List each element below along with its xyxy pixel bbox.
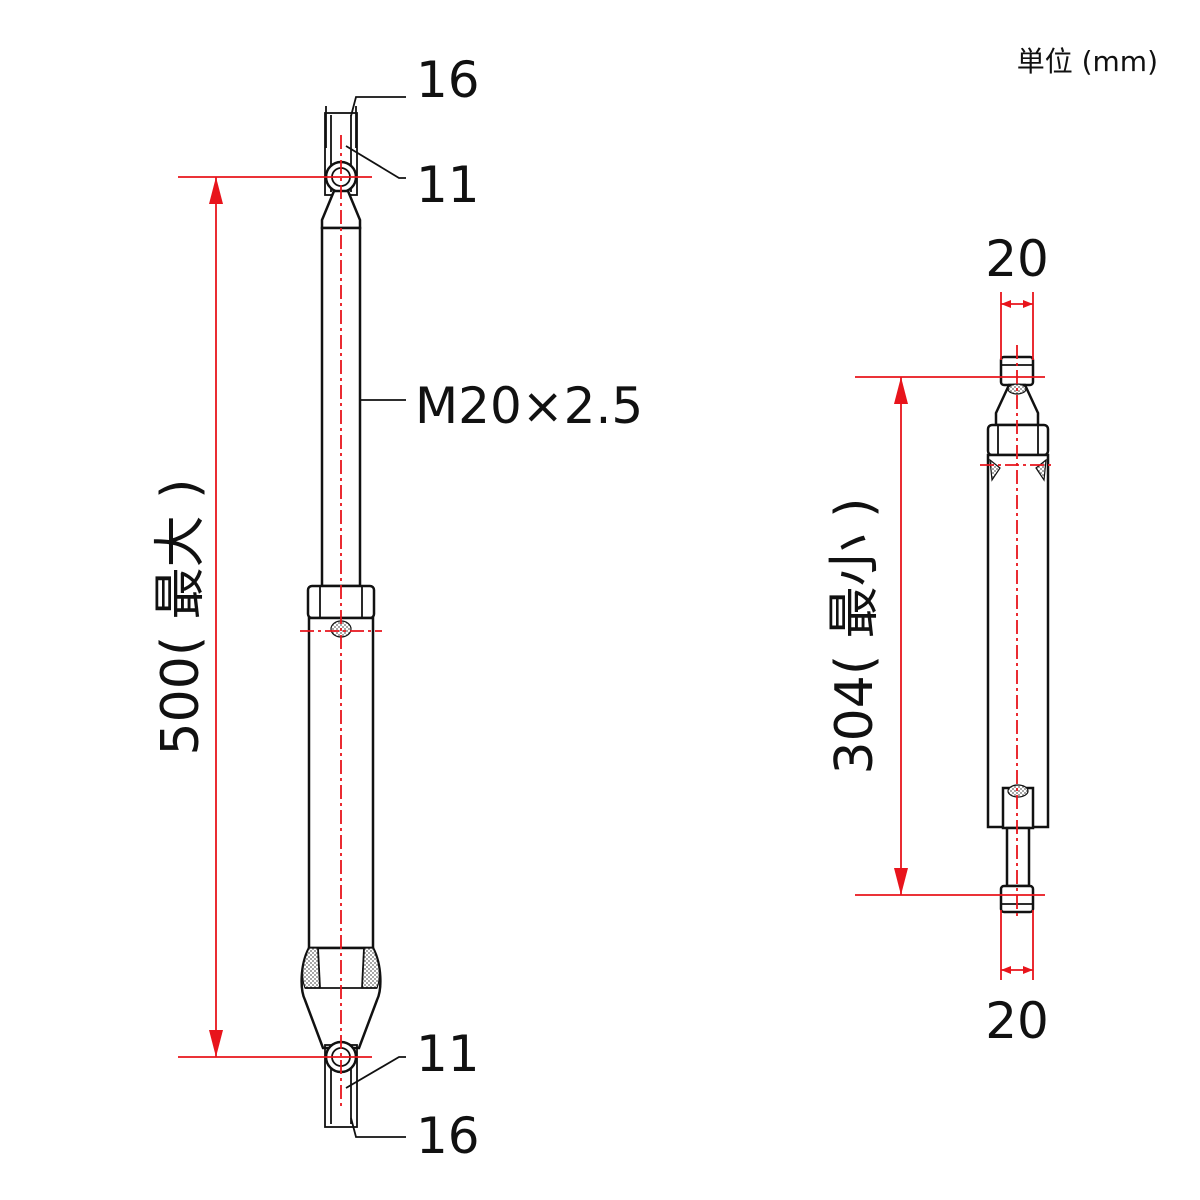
- bottom-width-label: 20: [985, 992, 1049, 1050]
- threaded-rod: [320, 226, 362, 588]
- thread-spec-label: M20×2.5: [415, 377, 643, 435]
- top-outer-dia-label: 16: [416, 51, 480, 109]
- bottom-outer-dia-label: 16: [416, 1107, 480, 1165]
- max-length-label: 500( 最大 ): [151, 479, 211, 756]
- top-pin-dia-label: 11: [416, 156, 480, 214]
- min-length-label: 304( 最小 ): [825, 498, 885, 775]
- body-tube-right: [986, 453, 1050, 829]
- top-width-label: 20: [985, 230, 1049, 288]
- turnbuckle-extended: 500( 最大 ) 16 11 M20×2.5 11 16: [151, 51, 643, 1165]
- hex-nut-right: [986, 423, 1050, 457]
- turnbuckle-retracted: 304( 最小 ) 20 20: [825, 230, 1055, 1050]
- units-label: 単位 (mm): [1017, 45, 1158, 78]
- bottom-pin-dia-label: 11: [416, 1025, 480, 1083]
